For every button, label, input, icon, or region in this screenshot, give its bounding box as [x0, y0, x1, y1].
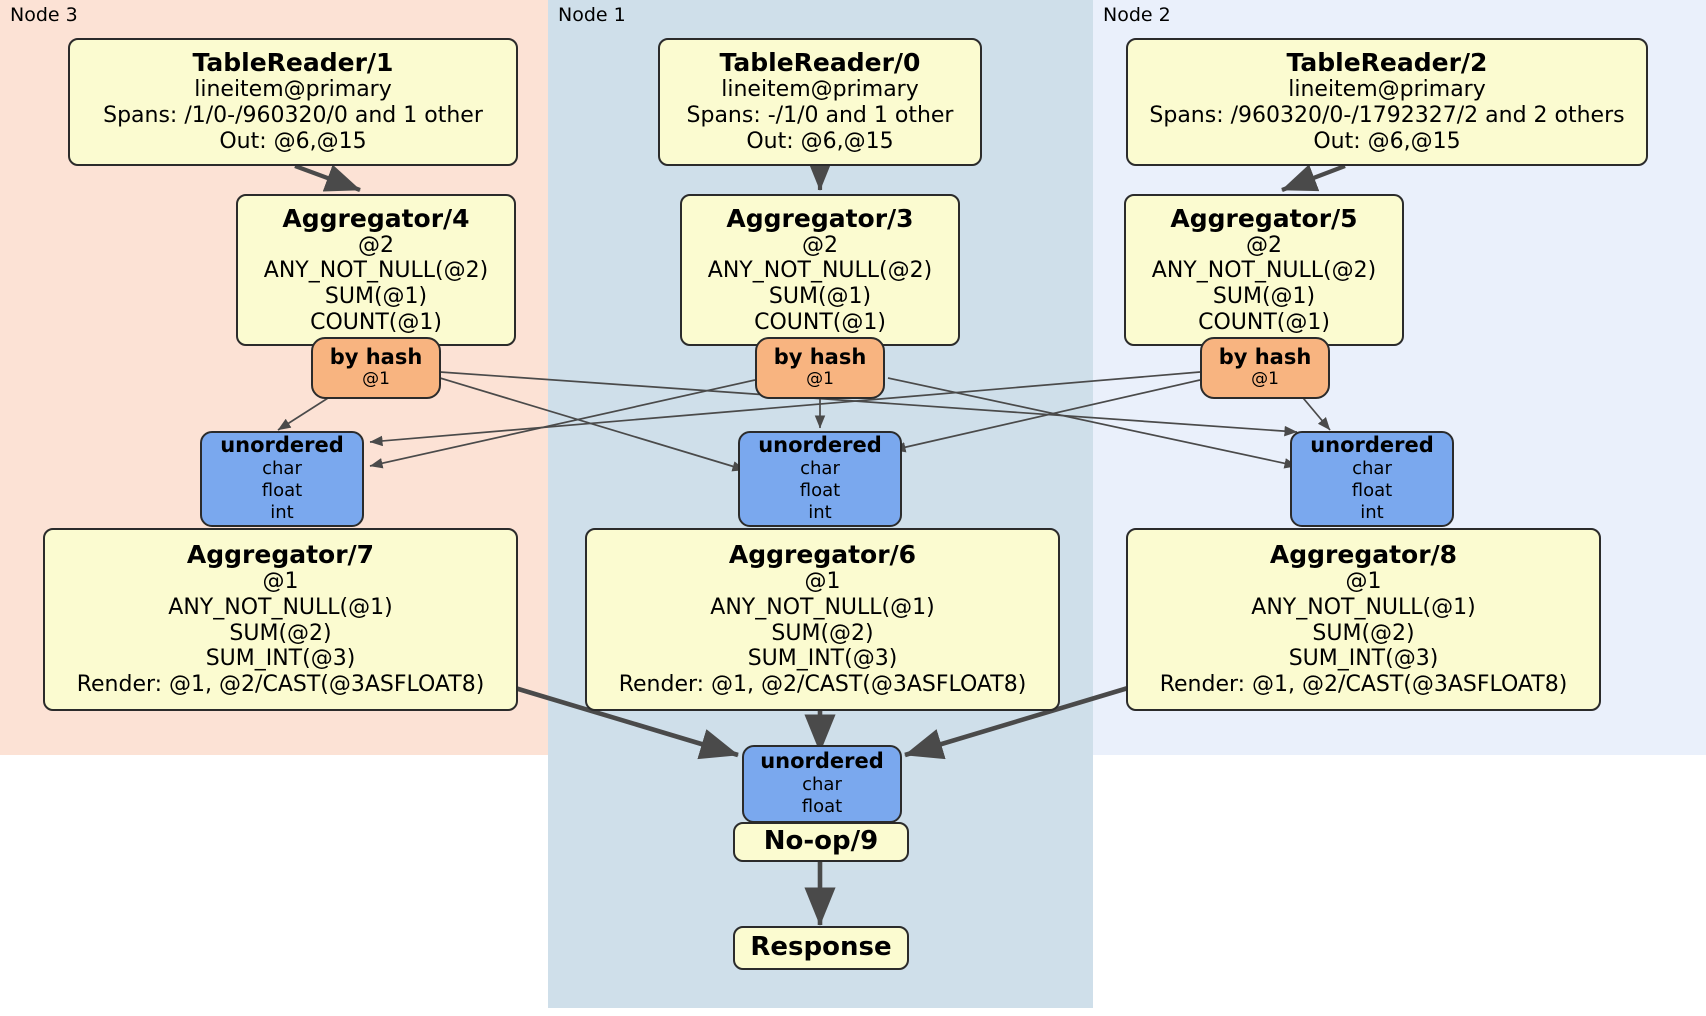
processor-title: TableReader/0: [719, 48, 921, 78]
synchronizer-type-0: char: [1352, 457, 1392, 479]
processor-detail-out: Out: @6,@15: [746, 128, 894, 154]
processor-title: No-op/9: [763, 826, 879, 857]
processor-detail-agg1: SUM(@2): [229, 620, 332, 646]
synchronizer-unordered-node2[interactable]: unordered char float int: [1290, 431, 1454, 527]
synchronizer-type-1: float: [261, 479, 303, 501]
processor-detail-render: Render: @1, @2/CAST(@3ASFLOAT8): [76, 672, 485, 698]
router-detail-hashkey: @1: [1251, 368, 1279, 389]
processor-detail-groupby: @2: [802, 232, 838, 258]
processor-detail-agg0: ANY_NOT_NULL(@2): [1151, 258, 1377, 284]
router-by-hash-node3[interactable]: by hash @1: [311, 337, 441, 399]
processor-detail-spans: Spans: /960320/0-/1792327/2 and 2 others: [1149, 103, 1625, 129]
processor-title: Aggregator/8: [1269, 540, 1458, 570]
processor-title: Response: [750, 932, 892, 963]
synchronizer-unordered-node3[interactable]: unordered char float int: [200, 431, 364, 527]
processor-detail-agg1: SUM(@1): [324, 284, 428, 309]
processor-detail-agg0: ANY_NOT_NULL(@1): [710, 594, 935, 620]
processor-aggregator-8[interactable]: Aggregator/8 @1 ANY_NOT_NULL(@1) SUM(@2)…: [1126, 528, 1601, 711]
node-label-node3: Node 3: [10, 4, 78, 26]
processor-detail-agg1: SUM(@1): [1212, 284, 1316, 309]
processor-aggregator-6[interactable]: Aggregator/6 @1 ANY_NOT_NULL(@1) SUM(@2)…: [585, 528, 1060, 711]
processor-title: TableReader/2: [1286, 48, 1488, 78]
processor-detail-agg2: SUM_INT(@3): [1288, 646, 1439, 672]
node-label-node2: Node 2: [1103, 4, 1171, 26]
processor-detail-out: Out: @6,@15: [219, 128, 367, 154]
synchronizer-title: unordered: [760, 749, 884, 774]
router-title: by hash: [1218, 345, 1312, 370]
processor-detail-agg2: COUNT(@1): [1198, 309, 1330, 335]
processor-title: Aggregator/5: [1170, 203, 1358, 233]
synchronizer-title: unordered: [758, 433, 882, 458]
synchronizer-type-1: float: [799, 479, 841, 501]
processor-detail-groupby: @2: [1246, 232, 1282, 258]
processor-detail-groupby: @1: [804, 569, 841, 595]
processor-detail-out: Out: @6,@15: [1313, 128, 1461, 154]
processor-tablereader-1[interactable]: TableReader/1 lineitem@primary Spans: /1…: [68, 38, 518, 166]
processor-tablereader-0[interactable]: TableReader/0 lineitem@primary Spans: -/…: [658, 38, 982, 166]
synchronizer-type-0: char: [802, 773, 842, 795]
processor-title: Aggregator/7: [186, 540, 375, 570]
processor-detail-table: lineitem@primary: [194, 77, 392, 103]
synchronizer-type-2: int: [808, 501, 832, 523]
processor-aggregator-5[interactable]: Aggregator/5 @2 ANY_NOT_NULL(@2) SUM(@1)…: [1124, 194, 1404, 346]
processor-tablereader-2[interactable]: TableReader/2 lineitem@primary Spans: /9…: [1126, 38, 1648, 166]
synchronizer-unordered-final[interactable]: unordered char float: [742, 745, 902, 823]
processor-detail-agg2: COUNT(@1): [310, 309, 442, 335]
processor-detail-spans: Spans: -/1/0 and 1 other: [686, 103, 954, 129]
synchronizer-unordered-node1[interactable]: unordered char float int: [738, 431, 902, 527]
processor-title: Aggregator/4: [282, 203, 470, 233]
processor-detail-agg1: SUM(@1): [768, 284, 872, 309]
processor-detail-render: Render: @1, @2/CAST(@3ASFLOAT8): [618, 672, 1027, 698]
processor-aggregator-3[interactable]: Aggregator/3 @2 ANY_NOT_NULL(@2) SUM(@1)…: [680, 194, 960, 346]
synchronizer-type-1: float: [1351, 479, 1393, 501]
processor-detail-render: Render: @1, @2/CAST(@3ASFLOAT8): [1159, 672, 1568, 698]
router-detail-hashkey: @1: [806, 368, 834, 389]
processor-detail-groupby: @2: [358, 232, 394, 258]
node-label-node1: Node 1: [558, 4, 626, 26]
router-by-hash-node1[interactable]: by hash @1: [755, 337, 885, 399]
synchronizer-type-0: char: [800, 457, 840, 479]
processor-aggregator-7[interactable]: Aggregator/7 @1 ANY_NOT_NULL(@1) SUM(@2)…: [43, 528, 518, 711]
processor-title: TableReader/1: [192, 48, 394, 78]
synchronizer-title: unordered: [1310, 433, 1434, 458]
processor-detail-spans: Spans: /1/0-/960320/0 and 1 other: [103, 103, 483, 129]
processor-detail-groupby: @1: [1345, 569, 1382, 595]
processor-title: Aggregator/6: [728, 540, 917, 570]
processor-detail-groupby: @1: [262, 569, 299, 595]
processor-detail-agg2: SUM_INT(@3): [205, 646, 356, 672]
processor-aggregator-4[interactable]: Aggregator/4 @2 ANY_NOT_NULL(@2) SUM(@1)…: [236, 194, 516, 346]
processor-detail-agg0: ANY_NOT_NULL(@1): [1251, 594, 1476, 620]
processor-detail-table: lineitem@primary: [721, 77, 919, 103]
processor-detail-agg2: SUM_INT(@3): [747, 646, 898, 672]
processor-detail-agg0: ANY_NOT_NULL(@2): [707, 258, 933, 284]
processor-detail-agg0: ANY_NOT_NULL(@1): [168, 594, 393, 620]
router-title: by hash: [773, 345, 867, 370]
synchronizer-type-2: int: [270, 501, 294, 523]
processor-detail-agg0: ANY_NOT_NULL(@2): [263, 258, 489, 284]
router-title: by hash: [329, 345, 423, 370]
synchronizer-title: unordered: [220, 433, 344, 458]
processor-title: Aggregator/3: [726, 203, 914, 233]
router-by-hash-node2[interactable]: by hash @1: [1200, 337, 1330, 399]
processor-detail-agg1: SUM(@2): [1312, 620, 1415, 646]
processor-noop-9[interactable]: No-op/9: [733, 822, 909, 862]
processor-detail-agg2: COUNT(@1): [754, 309, 886, 335]
synchronizer-type-0: char: [262, 457, 302, 479]
processor-response[interactable]: Response: [733, 926, 909, 970]
processor-detail-table: lineitem@primary: [1288, 77, 1486, 103]
synchronizer-type-2: int: [1360, 501, 1384, 523]
processor-detail-agg1: SUM(@2): [771, 620, 874, 646]
synchronizer-type-1: float: [801, 795, 843, 817]
router-detail-hashkey: @1: [362, 368, 390, 389]
